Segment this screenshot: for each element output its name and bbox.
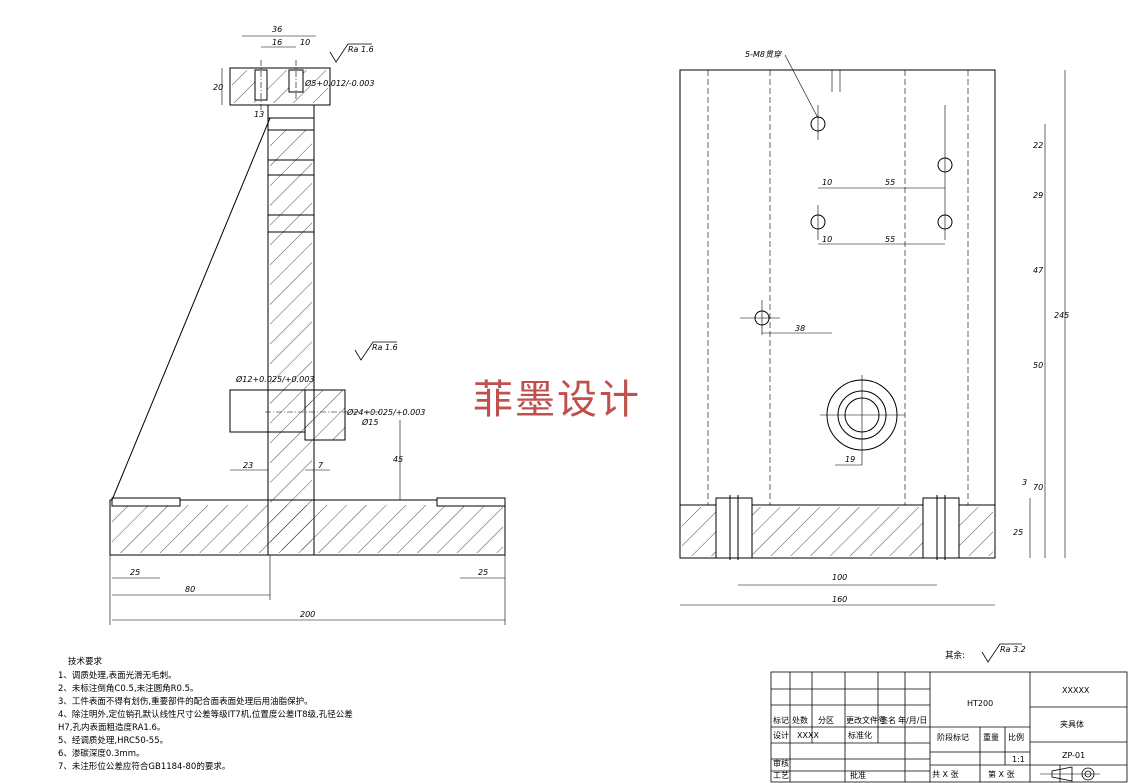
dim-55a: 55 [885,178,895,187]
dim-50: 50 [1033,361,1043,370]
dim-70: 70 [1033,483,1043,492]
approve-label: 批准 [850,770,866,780]
dim-pin-tol: Ø12+0.025/+0.003 [235,374,314,384]
roughness-symbol-rest [981,643,1022,663]
std-label: 标准化 [848,730,872,740]
design-label: 设计 [773,730,789,740]
stage-label: 阶段标记 [937,732,969,742]
dim-tap-offset: 13 [254,110,264,119]
material: HT200 [967,699,993,708]
scale-label: 比例 [1008,732,1024,742]
process-label: 工艺 [773,771,789,780]
dim-3: 3 [1022,478,1027,487]
row-label-count: 处数 [792,715,808,725]
dim-10a: 10 [822,178,832,187]
tech-req-title: 技术要求 [68,656,103,667]
tech-req-item-4: 4、除注明外,定位销孔默认线性尺寸公差等级IT7机,位置度公差IT8级,孔径公差 [58,709,353,720]
row-label-sign: 签名 [880,715,896,725]
dim-hole-spacing: 16 [272,38,282,47]
row-label-mark: 标记 [773,715,789,725]
check-label: 审核 [773,758,789,768]
dim-rib: 7 [318,461,324,470]
dim-half: 80 [185,585,195,594]
roughness-symbol-mid [354,341,397,361]
dim-25: 25 [1013,528,1023,537]
thread-note: 5-M8贯穿 [745,50,782,59]
watermark: 菲墨设计 [473,377,641,423]
part-name: 夹具体 [1060,719,1084,729]
dim-height: 20 [213,83,223,92]
dim-boss-od: Ø15 [361,417,378,427]
tech-req-item-4b: H7,孔内表面粗造度RA1.6。 [58,722,165,733]
tech-req-item-5: 5、经调质处理,HRC50-55。 [58,735,168,746]
dim-boss-dia: Ø24+0.025/+0.003 [346,407,425,417]
thread-leader [784,54,819,119]
title-block [770,671,1128,783]
dim-total: 200 [300,610,315,619]
dim-10b: 10 [822,235,832,244]
tech-req-item-6: 6、渗碳深度0.3mm。 [58,748,145,759]
dim-22: 22 [1033,141,1043,150]
drawing-no: ZP-01 [1062,751,1085,760]
right-view [679,54,1066,606]
dim-38: 38 [795,324,805,333]
projection-line [111,117,271,501]
dim-hole-offset: 10 [300,38,310,47]
weight-label: 重量 [983,732,999,742]
dim-boss-height: 45 [393,455,403,464]
row-label-doc: 更改文件号 [846,715,886,725]
roughness-rest-value: Ra 3.2 [1000,645,1026,654]
projection-symbol-icon [1040,766,1100,782]
dim-bore-tol: Ø5+0.012/-0.003 [304,78,374,88]
roughness-rest-label: 其余: [945,650,965,661]
dim-47: 47 [1033,266,1044,275]
dim-100: 100 [832,573,847,582]
dim-edge-left: 25 [130,568,140,577]
roughness-mid-label: Ra 1.6 [372,343,398,352]
sheet-no: 第 X 张 [988,769,1015,779]
base-plate [109,499,506,556]
row-label-zone: 分区 [818,716,834,725]
roughness-top-label: Ra 1.6 [348,45,374,54]
left-section-view [109,35,506,625]
tech-req-item-2: 2、未标注倒角C0.5,未注圆角R0.5。 [58,683,199,694]
row-label-date: 年/月/日 [898,715,927,725]
tech-req-item-1: 1、调质处理,表面光滑无毛刺。 [58,670,177,681]
dim-top-width: 36 [272,25,282,34]
roughness-symbol-top [329,43,372,63]
scale-value: 1:1 [1012,755,1025,764]
dim-29: 29 [1033,191,1043,200]
dim-160: 160 [832,595,847,604]
company: XXXXX [1062,686,1090,695]
dim-left-gap: 23 [243,461,253,470]
design-value: XXXX [797,731,819,740]
tech-req-item-7: 7、未注形位公差应符合GB1184-80的要求。 [58,761,230,772]
dim-19: 19 [845,455,855,464]
dim-edge-right: 25 [478,568,488,577]
total-sheets: 共 X 张 [932,770,959,779]
dim-245: 245 [1054,311,1069,320]
tech-req-item-3: 3、工件表面不得有划伤,重要部件的配合面表面处理后用油脂保护。 [58,696,313,707]
dim-55b: 55 [885,235,895,244]
